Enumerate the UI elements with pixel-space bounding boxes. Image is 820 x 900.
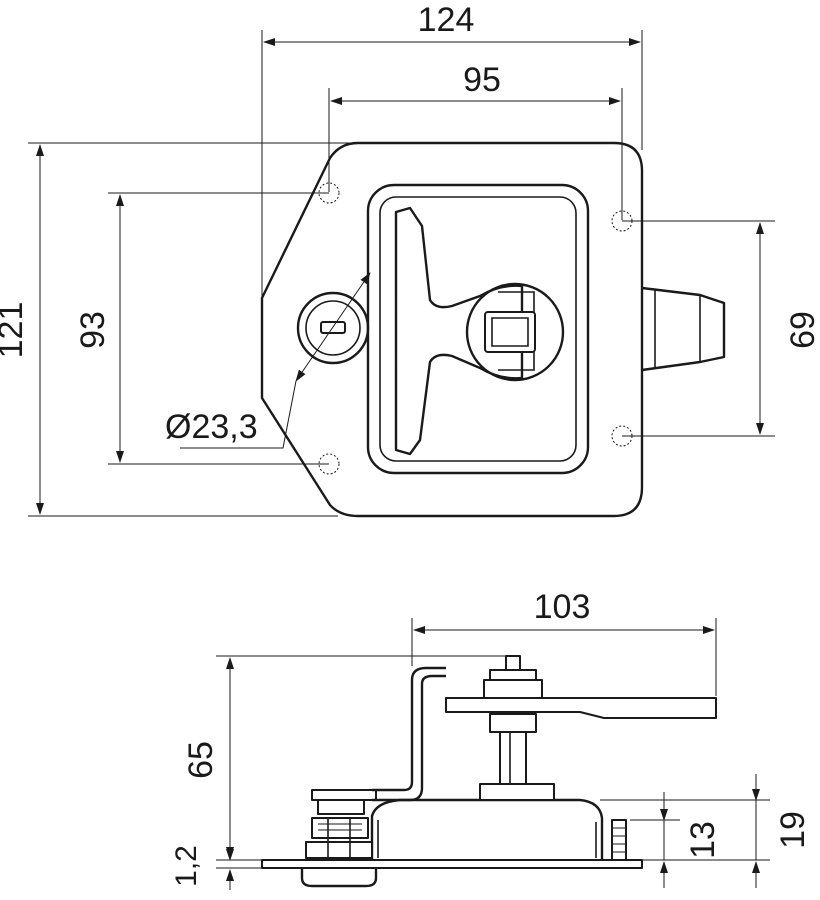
side-view: 103 65 1,2 13 19	[170, 588, 812, 890]
dim-hole-spacing-height-left: 93	[74, 311, 112, 349]
dim-body-depth: 13	[684, 821, 722, 859]
recess-outer	[366, 183, 590, 475]
latch-arm	[445, 697, 717, 719]
mounting-hole	[318, 182, 340, 204]
dim-hole-spacing-width: 95	[463, 61, 501, 99]
dim-hole-spacing-height-right: 69	[784, 311, 820, 349]
mounting-hole	[318, 453, 340, 475]
dim-lock-diameter: Ø23,3	[165, 408, 258, 446]
dim-overall-height: 121	[0, 302, 30, 359]
dim-side-height: 65	[182, 741, 220, 779]
latch-bolt	[641, 286, 726, 372]
mounting-stud	[611, 819, 627, 861]
dim-plate-thickness: 1,2	[170, 845, 203, 887]
base-plate	[261, 859, 643, 869]
dim-total-depth: 19	[774, 811, 812, 849]
bracket	[372, 666, 446, 792]
housing-body	[370, 798, 604, 860]
side-extension-lines	[216, 618, 770, 869]
mounting-plate	[260, 141, 644, 518]
dim-side-length: 103	[534, 588, 591, 626]
lock-bolt	[305, 789, 377, 859]
top-view: 124 95 121 93 69 Ø23,3	[0, 1, 820, 518]
extension-lines	[28, 30, 775, 517]
dim-overall-width: 124	[418, 1, 475, 39]
spindle	[479, 655, 555, 801]
recess-inner	[379, 196, 577, 462]
lock-cylinder	[296, 291, 370, 365]
t-handle	[394, 206, 565, 456]
